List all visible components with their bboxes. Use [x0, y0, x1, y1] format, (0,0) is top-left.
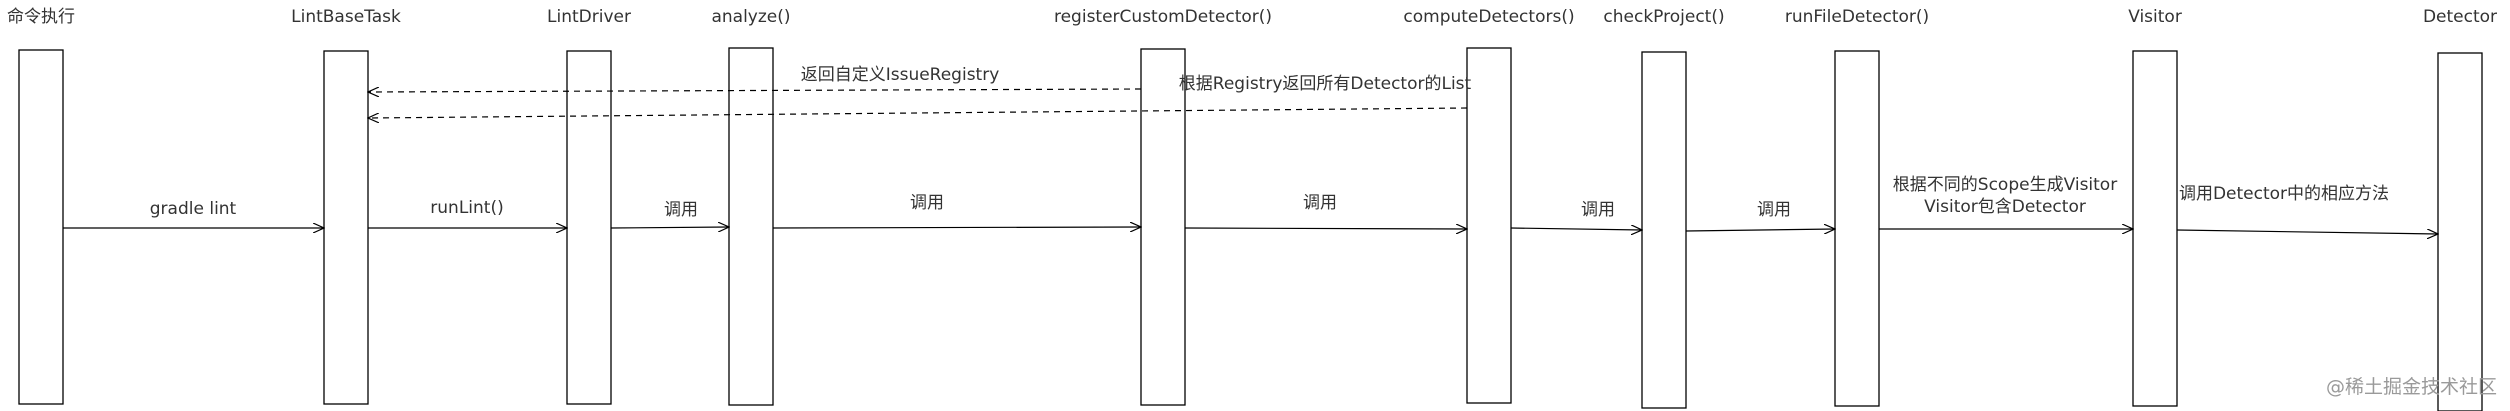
participant-label-chk: checkProject()	[1603, 7, 1724, 27]
participant-label-comp: computeDetectors()	[1403, 7, 1574, 27]
message-label-chk-to-run: 调用	[1757, 200, 1791, 220]
activation-box-vis	[2132, 50, 2178, 407]
message-label-run-to-vis-2: Visitor包含Detector	[1924, 197, 2086, 217]
participant-label-cmd: 命令执行	[7, 7, 75, 27]
message-label-task-to-drv: runLint()	[430, 198, 503, 218]
message-arrow-chk-to-run	[1685, 229, 1835, 231]
message-arrow-reg-to-comp	[1184, 228, 1467, 229]
message-label-cmd-to-task: gradle lint	[150, 199, 237, 219]
message-label-comp-to-task: 根据Registry返回所有Detector的List	[1179, 74, 1472, 94]
message-arrow-drv-to-ana	[610, 227, 729, 228]
participant-label-reg: registerCustomDetector()	[1054, 7, 1272, 27]
activation-box-cmd	[18, 49, 64, 405]
message-label-run-to-vis-1: 根据不同的Scope生成Visitor	[1893, 175, 2117, 195]
message-label-vis-to-det: 调用Detector中的相应方法	[2179, 184, 2389, 204]
message-arrow-reg-to-task	[368, 89, 1142, 92]
activation-box-drv	[566, 50, 612, 405]
activation-box-det	[2437, 52, 2483, 411]
activation-box-task	[323, 50, 369, 405]
lifelines-group: 命令执行 LintBaseTask LintDriver analyze() regis…	[7, 7, 2497, 411]
participant-label-run: runFileDetector()	[1785, 7, 1929, 27]
participant-label-vis: Visitor	[2128, 7, 2182, 27]
activation-box-chk	[1641, 51, 1687, 409]
participant-label-drv: LintDriver	[547, 7, 631, 27]
message-label-comp-to-chk: 调用	[1581, 200, 1615, 220]
activation-box-ana	[728, 47, 774, 406]
participant-label-det: Detector	[2423, 7, 2497, 27]
participant-label-task: LintBaseTask	[291, 7, 401, 27]
participant-label-ana: analyze()	[711, 7, 790, 27]
watermark-text: @稀土掘金技术社区	[2326, 376, 2497, 398]
message-label-reg-to-task: 返回自定义IssueRegistry	[801, 65, 1000, 85]
message-label-ana-to-reg: 调用	[910, 193, 944, 213]
activation-box-comp	[1466, 47, 1512, 404]
activation-box-run	[1834, 50, 1880, 407]
message-label-drv-to-ana: 调用	[664, 200, 698, 220]
message-label-reg-to-comp: 调用	[1303, 193, 1337, 213]
activation-box-reg	[1140, 48, 1186, 406]
messages-group: 返回自定义IssueRegistry 根据Registry返回所有Detector…	[63, 65, 2438, 234]
message-arrow-comp-to-task	[368, 107, 1468, 118]
message-arrow-ana-to-reg	[772, 227, 1141, 228]
message-arrow-vis-to-det	[2176, 230, 2438, 234]
message-arrow-comp-to-chk	[1510, 228, 1642, 230]
